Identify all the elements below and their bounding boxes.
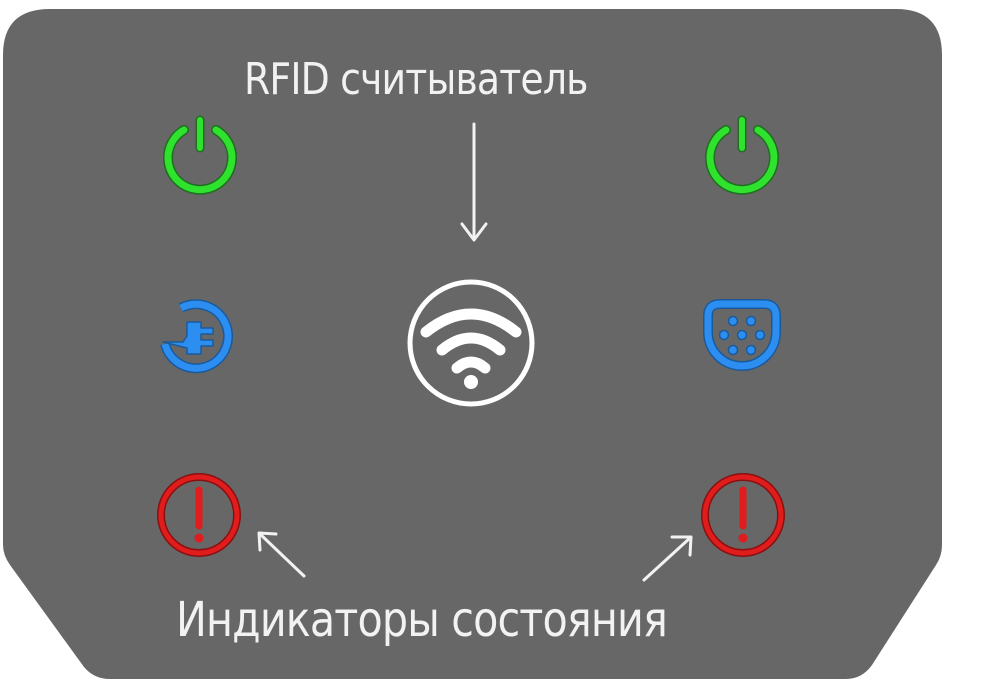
arrow-down-icon: [460, 122, 488, 242]
power-icon-right: [705, 115, 779, 195]
arrow-up-right-icon: [642, 535, 693, 582]
rfid-reader-label: RFID считыватель: [244, 54, 588, 105]
arrow-up-left-icon: [257, 531, 306, 578]
rfid-wireless-icon: [407, 279, 535, 407]
exclamation-circle-icon-left: [157, 473, 241, 557]
plug-charging-icon: [160, 299, 234, 374]
exclamation-circle-icon-right: [701, 473, 785, 557]
status-indicators-label: Индикаторы состояния: [176, 592, 668, 648]
power-icon-left: [163, 115, 237, 195]
type2-socket-icon: [703, 299, 781, 371]
